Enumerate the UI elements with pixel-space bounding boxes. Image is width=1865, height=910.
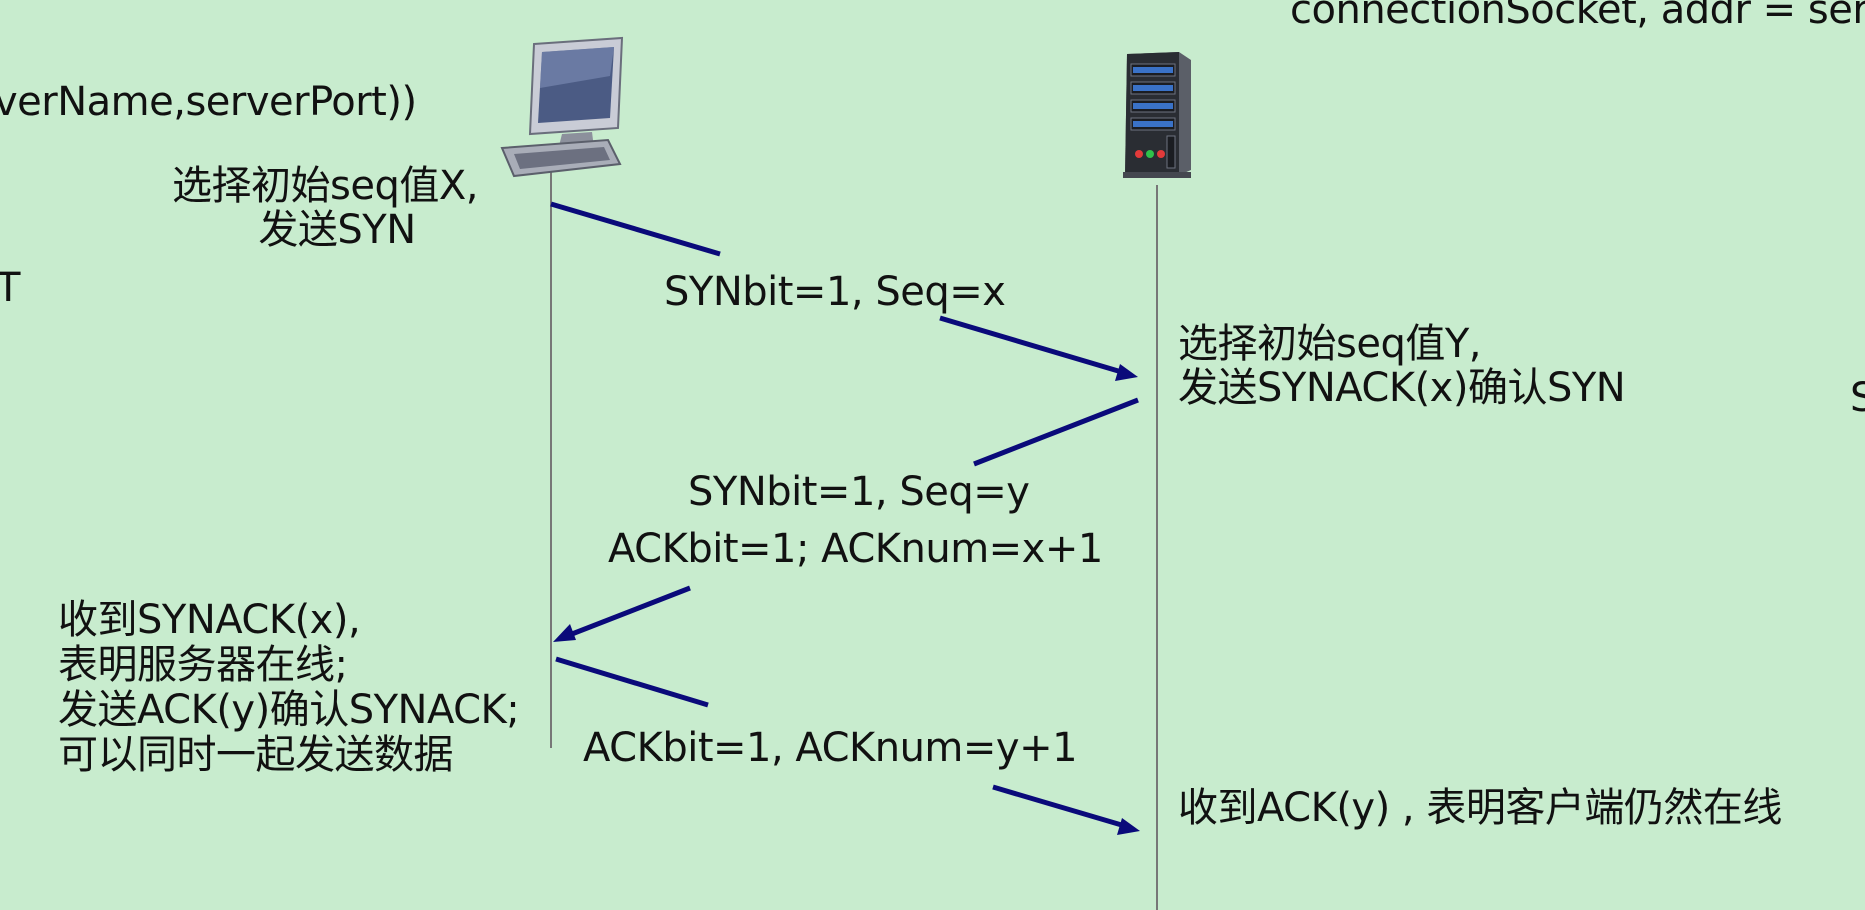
socket-accept-snippet: connectionSocket, addr = ser xyxy=(1290,0,1865,33)
server-step2-label: 选择初始seq值Y, 发送SYNACK(x)确认SYN xyxy=(1178,321,1626,411)
client-state-snippet: T xyxy=(0,265,20,311)
syn-message-label: SYNbit=1, Seq=x xyxy=(664,269,1006,315)
server-step4-label: 收到ACK(y) , 表明客户端仍然在线 xyxy=(1178,785,1782,831)
client-connect-snippet: verName,serverPort)) xyxy=(0,79,417,125)
synack-ack-label: ACKbit=1; ACKnum=x+1 xyxy=(608,526,1103,572)
server-tower-icon xyxy=(1123,52,1191,178)
syn-arrow xyxy=(550,201,1138,381)
client-step1-label: 选择初始seq值X, 发送SYN xyxy=(172,163,478,253)
ack-arrow xyxy=(555,656,1140,835)
server-state-snippet: S xyxy=(1850,375,1865,421)
synack-seq-label: SYNbit=1, Seq=y xyxy=(688,469,1030,515)
synack-arrow xyxy=(553,397,1139,642)
desktop-computer-icon xyxy=(500,36,624,178)
client-step3-label: 收到SYNACK(x), 表明服务器在线; 发送ACK(y)确认SYNACK; … xyxy=(58,597,520,778)
ack-message-label: ACKbit=1, ACKnum=y+1 xyxy=(583,725,1078,771)
